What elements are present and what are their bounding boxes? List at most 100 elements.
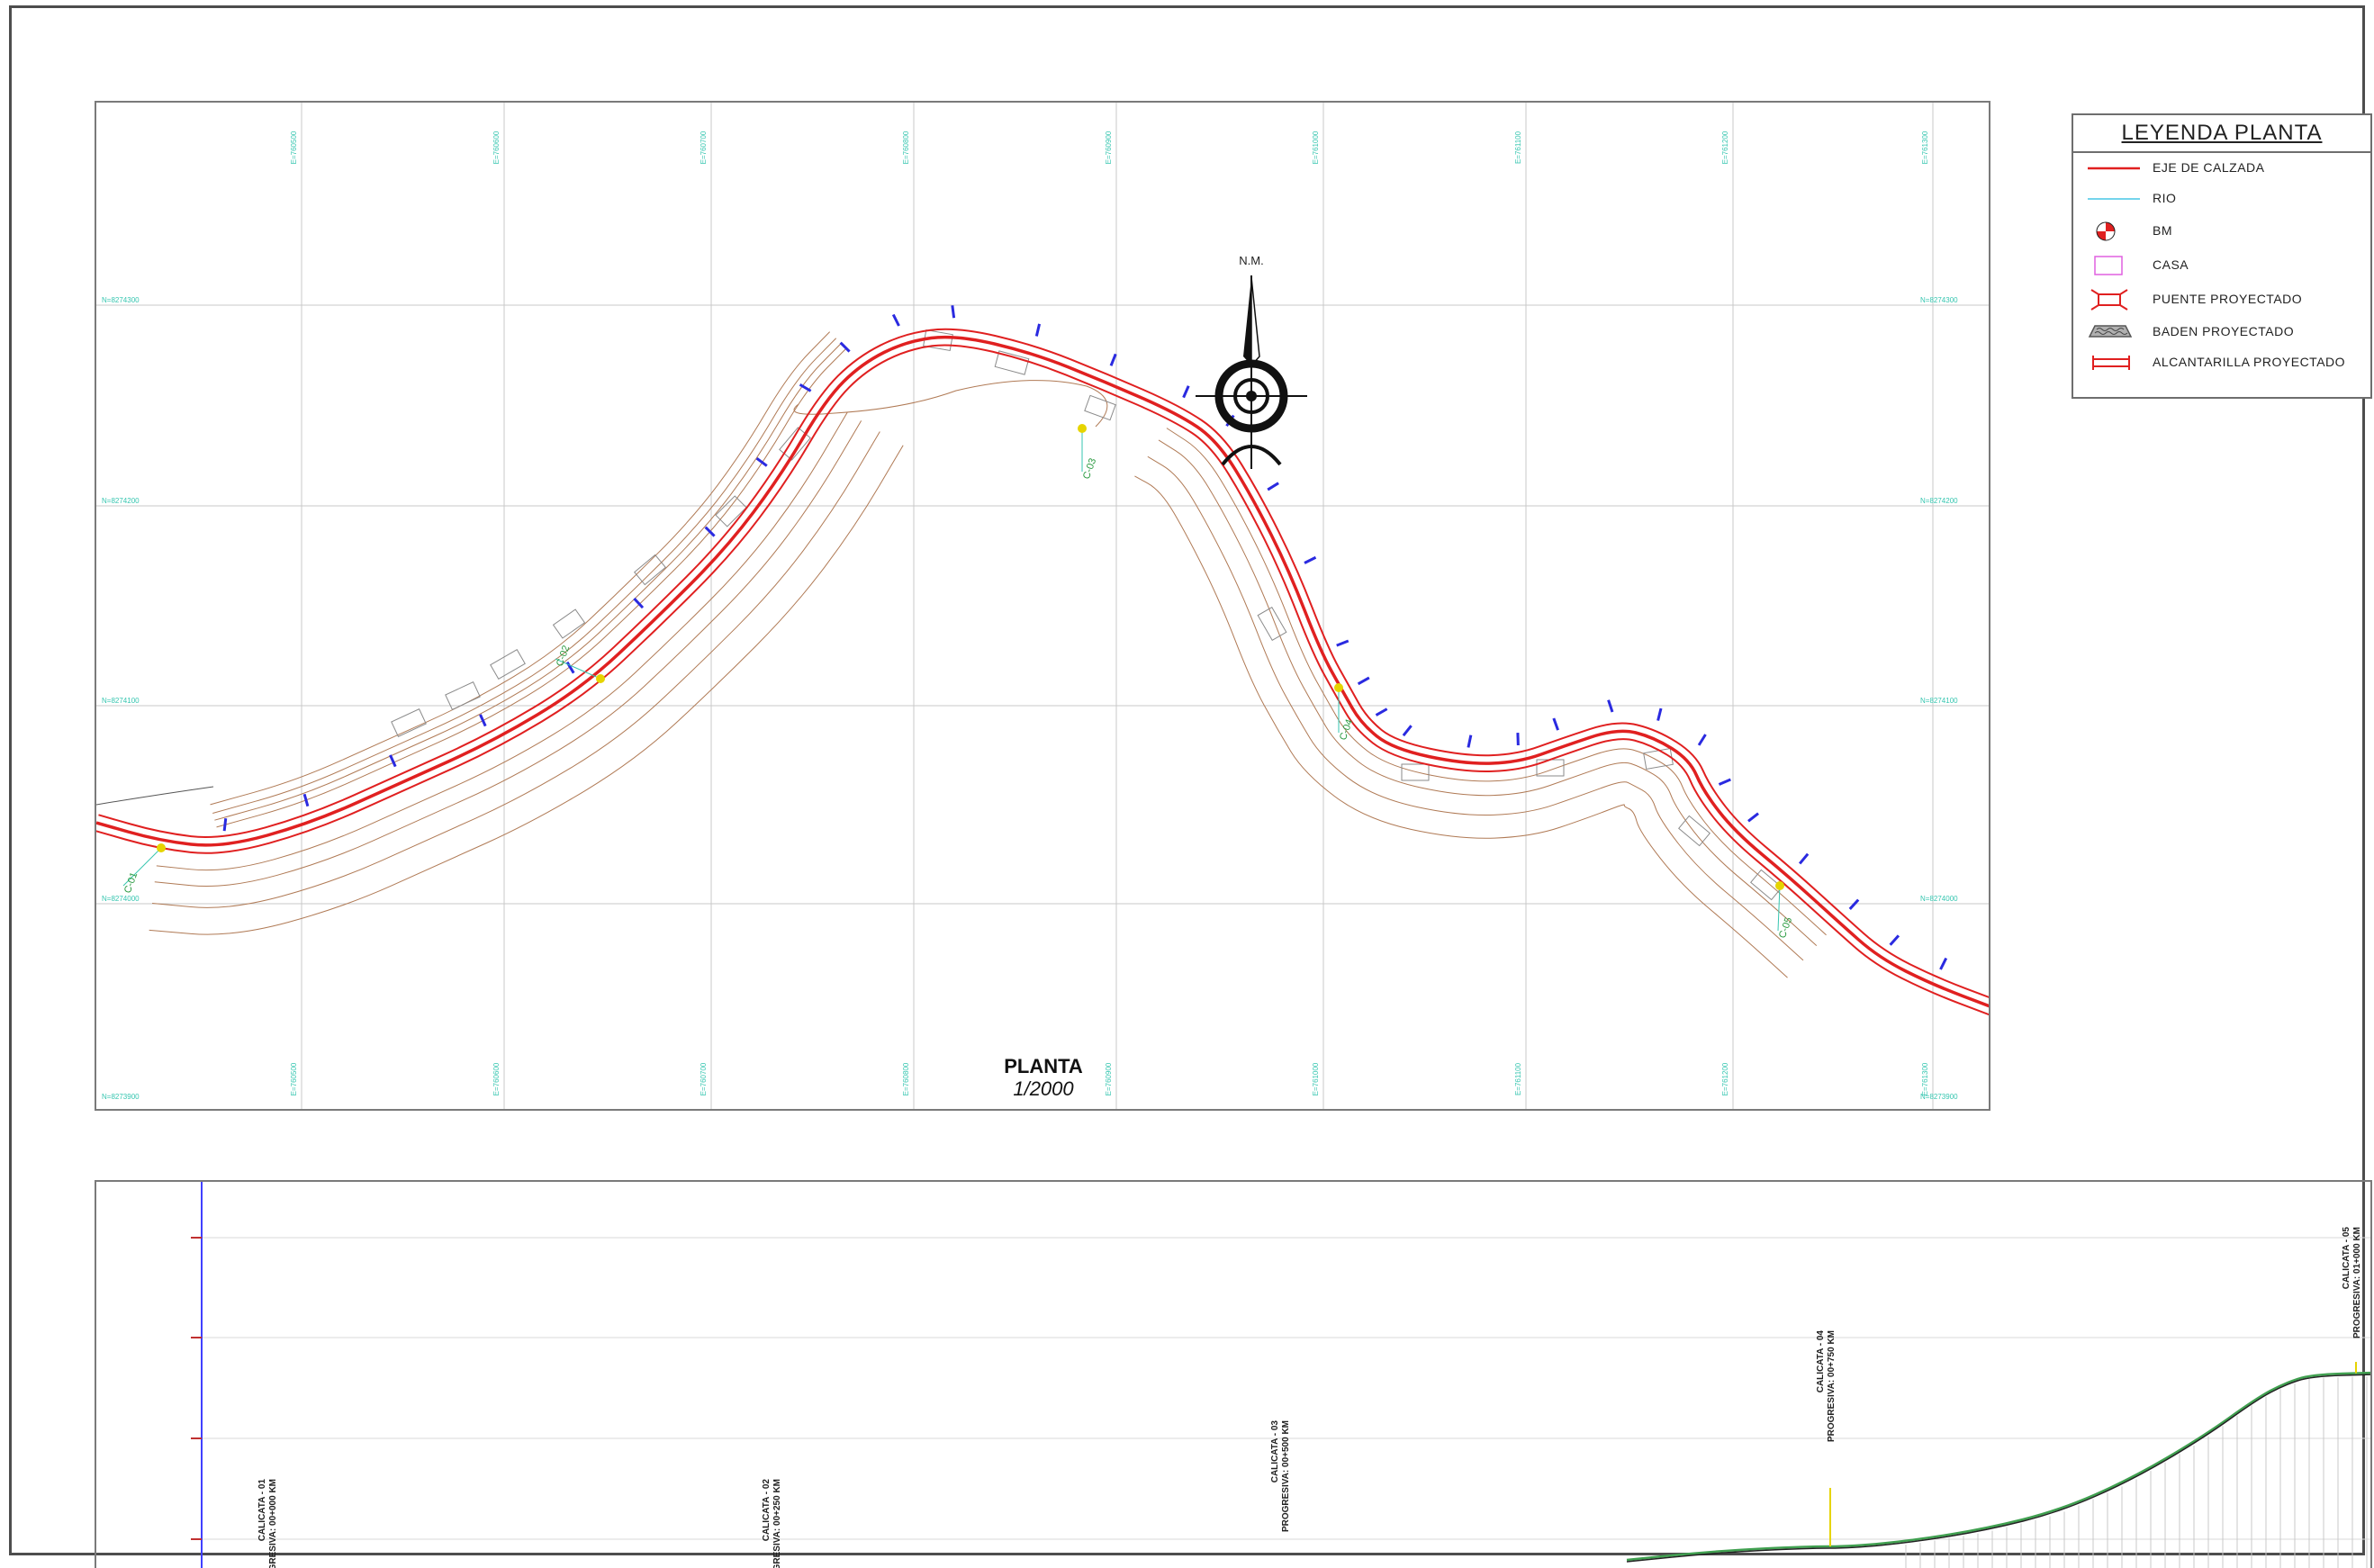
culvert-marker (480, 715, 485, 726)
calicata-name: CALICATA - 05 (2342, 1227, 2351, 1290)
contour-line (1148, 456, 1803, 960)
culvert-marker (1850, 900, 1858, 909)
plan-drawing: E=760500E=760500E=760600E=760600E=760700… (96, 103, 1990, 1111)
legend-label: RIO (2153, 191, 2176, 205)
calicata-label: C-01 (122, 871, 140, 896)
calicata-point (596, 674, 605, 683)
legend-label: BADEN PROYECTADO (2153, 324, 2294, 338)
profile-grade-line (1627, 1374, 2372, 1562)
house-outline (1258, 608, 1286, 641)
calicata-progresiva: PROGRESIVA: 00+750 KM (1827, 1330, 1837, 1442)
easting-label: E=760800 (902, 131, 910, 164)
legend-title: LEYENDA PLANTA (2073, 121, 2370, 146)
culvert-marker (1748, 814, 1758, 822)
road-axis-line-icon (2084, 157, 2142, 180)
culvert-marker (1719, 779, 1730, 785)
culvert-marker (1800, 854, 1808, 864)
northing-label: N=8274100 (1920, 697, 1958, 705)
culvert-icon (2084, 351, 2142, 374)
culvert-markers (224, 305, 1946, 969)
grid-labels: E=760500E=760500E=760600E=760600E=760700… (102, 131, 1958, 1101)
contour-line (96, 787, 213, 805)
legend-label: CASA (2153, 257, 2189, 272)
culvert-marker (1468, 735, 1471, 748)
contour-line (212, 338, 836, 814)
culvert-marker (1404, 725, 1412, 735)
contour-line (214, 343, 841, 820)
culvert-marker (1554, 718, 1558, 730)
easting-label: E=761000 (1312, 131, 1320, 164)
calicata-point (157, 843, 166, 852)
easting-label: E=761300 (1921, 131, 1929, 164)
house-outline (392, 709, 426, 737)
easting-label: E=761100 (1514, 131, 1522, 164)
northing-label: N=8274000 (1920, 895, 1958, 903)
calicata-progresiva: PROGRESIVA: 00+000 KM (268, 1479, 278, 1568)
culvert-marker (1699, 734, 1705, 745)
northing-label: N=8274300 (1920, 296, 1958, 304)
northing-label: N=8274100 (102, 697, 140, 705)
northing-label: N=8274200 (1920, 497, 1958, 505)
calicata-label: C-03 (1081, 457, 1098, 482)
culvert-marker (952, 305, 954, 318)
legend-item-bm: BM (2081, 216, 2369, 247)
northing-label: N=8273900 (1920, 1093, 1958, 1101)
easting-label: E=761000 (1312, 1062, 1320, 1095)
calicata-name: CALICATA - 03 (1270, 1420, 1280, 1483)
house-outline (1085, 395, 1115, 419)
culvert-marker (1658, 708, 1661, 721)
house-outline (1644, 749, 1674, 770)
bridge-icon (2084, 288, 2142, 311)
legend-item-road-axis: EJE DE CALZADA (2081, 153, 2369, 184)
culvert-marker (1609, 700, 1612, 712)
northing-label: N=8274000 (102, 895, 140, 903)
contour-line (794, 381, 1107, 427)
culvert-marker (893, 314, 898, 326)
house-icon (2084, 254, 2142, 277)
easting-label: E=760800 (902, 1062, 910, 1095)
house-outline (1402, 764, 1429, 780)
north-label: N.M. (1239, 254, 1263, 267)
calicata-name: CALICATA - 04 (1816, 1330, 1826, 1393)
calicata-progresiva: PROGRESIVA: 01+000 KM (2352, 1227, 2362, 1338)
contour-line (217, 348, 847, 827)
culvert-marker (634, 599, 643, 608)
house-outline (635, 554, 666, 584)
culvert-marker (757, 458, 767, 465)
culvert-marker (1359, 678, 1369, 684)
legend-label: EJE DE CALZADA (2153, 160, 2264, 175)
profile-ground-line (1627, 1373, 2372, 1560)
easting-label: E=760700 (700, 131, 708, 164)
northing-label: N=8273900 (102, 1093, 140, 1101)
calicata-name: CALICATA - 02 (762, 1479, 772, 1542)
easting-label: E=761100 (1514, 1062, 1522, 1095)
benchmark-icon (2084, 220, 2142, 243)
profile-axis-ticks (191, 1238, 202, 1539)
easting-label: E=760500 (290, 131, 298, 164)
road-edge (96, 345, 1990, 1014)
house-outline (924, 330, 953, 351)
plan-scale: 1/2000 (1013, 1077, 1074, 1100)
road-edge (98, 329, 1990, 1000)
easting-label: E=761200 (1721, 1062, 1729, 1095)
calicata-point (1334, 683, 1343, 692)
legend-label: BM (2153, 223, 2172, 238)
culvert-marker (1940, 958, 1945, 969)
contour-line (157, 412, 847, 870)
legend-item-ford: BADEN PROYECTADO (2081, 317, 2369, 347)
calicata-progresiva: PROGRESIVA: 00+250 KM (772, 1479, 782, 1568)
calicata-label: C-05 (1777, 916, 1794, 941)
north-arrow-icon: N.M. (1196, 254, 1307, 469)
culvert-marker (1376, 709, 1386, 716)
house-outline (491, 650, 525, 680)
northing-label: N=8274300 (102, 296, 140, 304)
contour-line (149, 446, 904, 934)
easting-label: E=760600 (492, 131, 501, 164)
culvert-marker (1111, 354, 1115, 365)
culvert-marker (224, 818, 226, 831)
